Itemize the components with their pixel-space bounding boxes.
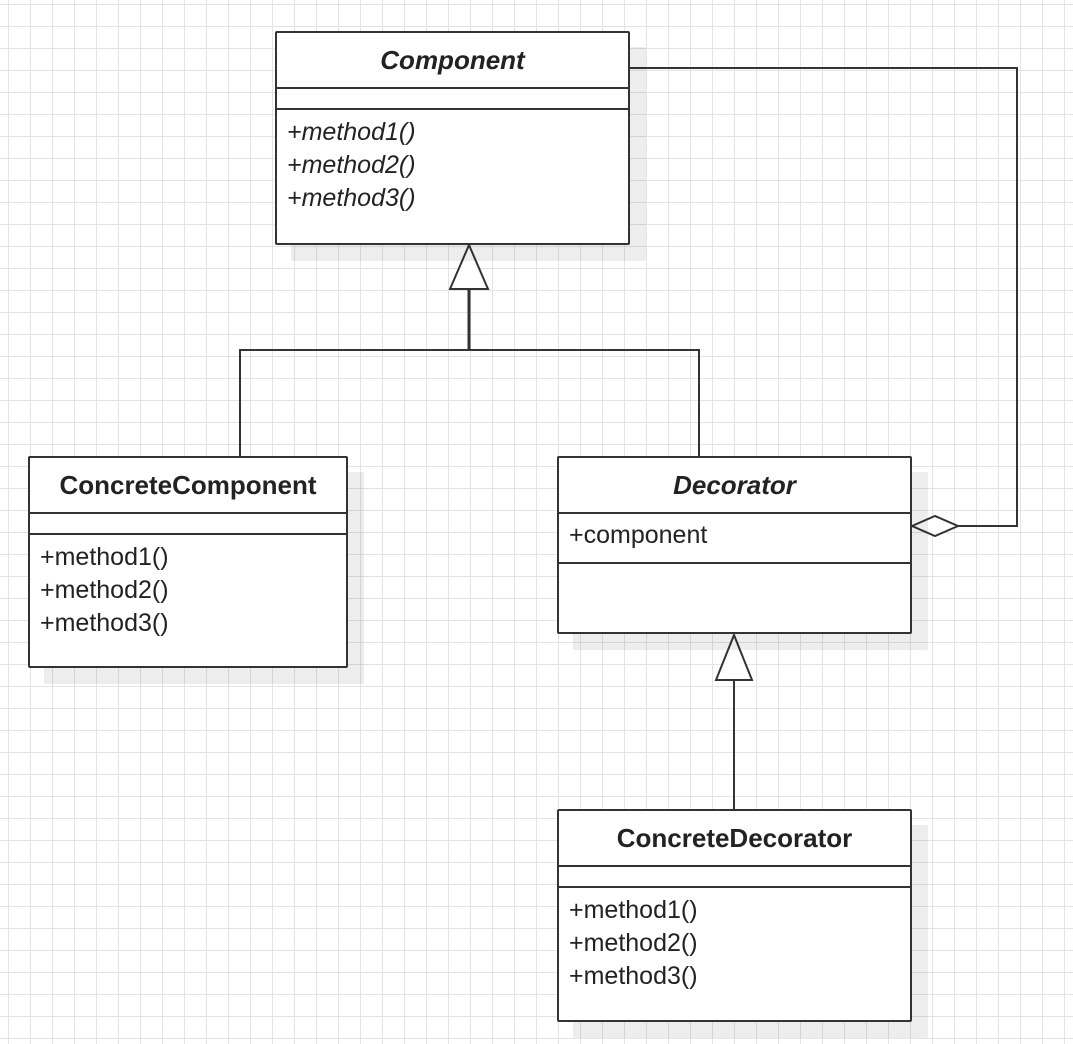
method-item: +method2() [40, 576, 169, 604]
attribute-item: +component [569, 521, 708, 549]
method-item: +method3() [569, 962, 698, 990]
class-component: Component +method1() +method2() +method3… [275, 31, 630, 245]
generalization-arrowhead-decorator [714, 632, 754, 681]
aggregation-diamond-icon [909, 514, 961, 538]
method-item: +method2() [287, 151, 416, 179]
methods-section [559, 564, 910, 630]
method-item: +method1() [287, 118, 416, 146]
method-item: +method3() [287, 184, 416, 212]
generalization-arrowhead-component [448, 242, 490, 290]
methods-section: +method1() +method2() +method3() [30, 535, 346, 644]
class-name: ConcreteDecorator [559, 811, 910, 867]
class-concrete-component: ConcreteComponent +method1() +method2() … [28, 456, 348, 668]
attributes-section [277, 89, 628, 110]
class-decorator: Decorator +component [557, 456, 912, 634]
method-item: +method3() [40, 609, 169, 637]
method-item: +method2() [569, 929, 698, 957]
attributes-section [559, 867, 910, 888]
class-name: Component [277, 33, 628, 89]
attributes-section [30, 514, 346, 535]
class-name: ConcreteComponent [30, 458, 346, 514]
generalization-line-concrete-component [239, 349, 469, 456]
method-item: +method1() [569, 896, 698, 924]
attributes-section: +component [559, 514, 910, 564]
generalization-line-decorator [469, 349, 700, 456]
class-name: Decorator [559, 458, 910, 514]
class-concrete-decorator: ConcreteDecorator +method1() +method2() … [557, 809, 912, 1022]
methods-section: +method1() +method2() +method3() [277, 110, 628, 219]
method-item: +method1() [40, 543, 169, 571]
methods-section: +method1() +method2() +method3() [559, 888, 910, 997]
